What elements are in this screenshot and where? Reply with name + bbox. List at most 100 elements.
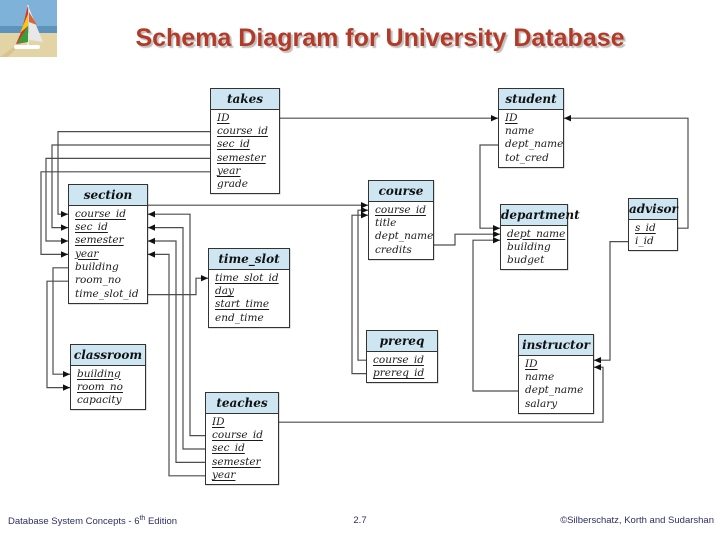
- attr-advisor-i_id: i_id: [635, 234, 654, 247]
- attr-section-year: year: [75, 247, 99, 260]
- table-advisor-header: advisor: [629, 199, 678, 220]
- attr-takes-grade: grade: [217, 178, 248, 191]
- arrowhead-into-student.ID: [564, 115, 571, 122]
- attr-department-budget: budget: [507, 254, 545, 267]
- table-instructor-header: instructor: [519, 335, 593, 356]
- table-time_slot-header: time_slot: [209, 249, 289, 270]
- arrowhead-into-section.year: [148, 251, 155, 258]
- attr-teaches-course_id: course_id: [212, 428, 263, 441]
- attr-advisor-s_id: s_id: [635, 221, 656, 234]
- attr-student-tot_cred: tot_cred: [505, 151, 549, 164]
- connection-prereq.course_id-to-course.course_id: [357, 207, 368, 361]
- arrowhead-into-section.course_id: [61, 211, 68, 218]
- attr-classroom-building: building: [77, 367, 121, 380]
- arrowhead-into-course.course_id: [361, 207, 368, 214]
- arrowhead-into-section.year: [61, 251, 68, 258]
- connection-section.time_slot_id-to-time_slot.time_slot_id: [148, 275, 208, 296]
- arrowhead-into-section.semester: [61, 237, 68, 245]
- attr-time_slot-time_slot_id: time_slot_id: [215, 271, 279, 284]
- attr-instructor-ID: ID: [525, 357, 538, 370]
- arrowhead-into-department.dept_name: [493, 231, 500, 238]
- attr-course-credits: credits: [375, 243, 412, 256]
- connection-section.room_no-to-classroom.room_no: [46, 280, 70, 391]
- attr-course-title: title: [375, 216, 397, 229]
- attr-takes-course_id: course_id: [217, 124, 268, 137]
- arrowhead-into-classroom.room_no: [63, 384, 70, 391]
- attr-department-building: building: [507, 240, 551, 253]
- arrowhead-into-classroom.building: [63, 371, 70, 378]
- arrowhead-into-section.semester: [148, 237, 155, 245]
- attr-section-time_slot_id: time_slot_id: [75, 287, 139, 300]
- connection-teaches.course_id-to-section.course_id: [148, 211, 205, 437]
- attr-student-ID: ID: [505, 111, 518, 124]
- table-section-header: section: [69, 185, 147, 206]
- connection-takes.ID-to-student.ID: [280, 115, 498, 122]
- attr-takes-sec_id: sec_id: [217, 138, 250, 151]
- arrowhead-into-course.course_id: [361, 212, 368, 219]
- connection-teaches.ID-to-instructor.ID: [279, 364, 604, 423]
- attr-time_slot-start_time: start_time: [215, 298, 270, 311]
- connection-takes.course_id-to-section.course_id: [57, 131, 210, 218]
- sailboat-beach-logo: [0, 0, 57, 57]
- attr-classroom-capacity: capacity: [77, 394, 122, 407]
- arrowhead-into-section.sec_id: [61, 224, 68, 231]
- arrowhead-into-instructor.ID: [594, 364, 601, 371]
- attr-instructor-salary: salary: [525, 397, 558, 410]
- connection-takes.year-to-section.year: [40, 171, 210, 258]
- table-teaches-header: teaches: [206, 393, 278, 414]
- attr-student-name: name: [505, 124, 535, 137]
- table-takes-header: takes: [211, 89, 279, 110]
- attr-student-dept_name: dept_name: [505, 138, 564, 151]
- arrowhead-into-section.course_id: [148, 211, 155, 218]
- attr-instructor-dept_name: dept_name: [525, 384, 584, 397]
- connection-teaches.year-to-section.year: [148, 251, 205, 477]
- connection-teaches.semester-to-section.semester: [148, 237, 205, 463]
- slide-title: Schema Diagram for University Database: [135, 24, 625, 52]
- attr-section-semester: semester: [75, 234, 124, 247]
- attr-course-dept_name: dept_name: [375, 230, 434, 243]
- attr-takes-year: year: [217, 165, 241, 178]
- connection-section.building-to-classroom.building: [52, 267, 70, 378]
- connection-teaches.sec_id-to-section.sec_id: [148, 224, 205, 450]
- attr-prereq-prereq_id: prereq_id: [373, 366, 425, 379]
- connection-student.dept_name-to-department.dept_name: [479, 144, 500, 232]
- attr-instructor-name: name: [525, 370, 555, 383]
- table-course-header: course: [369, 181, 433, 202]
- arrowhead-into-department.dept_name: [493, 225, 500, 232]
- arrowhead-into-time_slot.time_slot_id: [201, 275, 208, 282]
- slide-footer: Database System Concepts - 6th Edition 2…: [0, 515, 720, 531]
- connection-section.course_id-to-course.course_id: [148, 202, 368, 209]
- attr-section-building: building: [75, 261, 119, 274]
- attr-department-dept_name: dept_name: [507, 227, 566, 240]
- footer-copyright: ©Silberschatz, Korth and Sudarshan: [560, 515, 714, 526]
- connection-takes.semester-to-section.semester: [45, 157, 210, 245]
- footer-page-number: 2.7: [353, 515, 367, 526]
- connection-advisor.i_id-to-instructor.ID: [594, 241, 628, 364]
- table-prereq-header: prereq: [367, 331, 437, 352]
- arrowhead-into-instructor.ID: [594, 357, 601, 364]
- table-classroom-header: classroom: [71, 345, 145, 366]
- connection-takes.sec_id-to-section.sec_id: [51, 144, 210, 231]
- arrowhead-into-section.sec_id: [148, 224, 155, 231]
- attr-takes-ID: ID: [217, 111, 230, 124]
- attr-teaches-year: year: [212, 469, 236, 482]
- sailboat-icon: [0, 0, 57, 57]
- attr-section-room_no: room_no: [75, 274, 121, 287]
- attr-classroom-room_no: room_no: [77, 380, 123, 393]
- table-student-header: student: [499, 89, 563, 110]
- attr-time_slot-end_time: end_time: [215, 311, 264, 324]
- arrowhead-into-department.dept_name: [493, 237, 500, 244]
- attr-teaches-semester: semester: [212, 455, 261, 468]
